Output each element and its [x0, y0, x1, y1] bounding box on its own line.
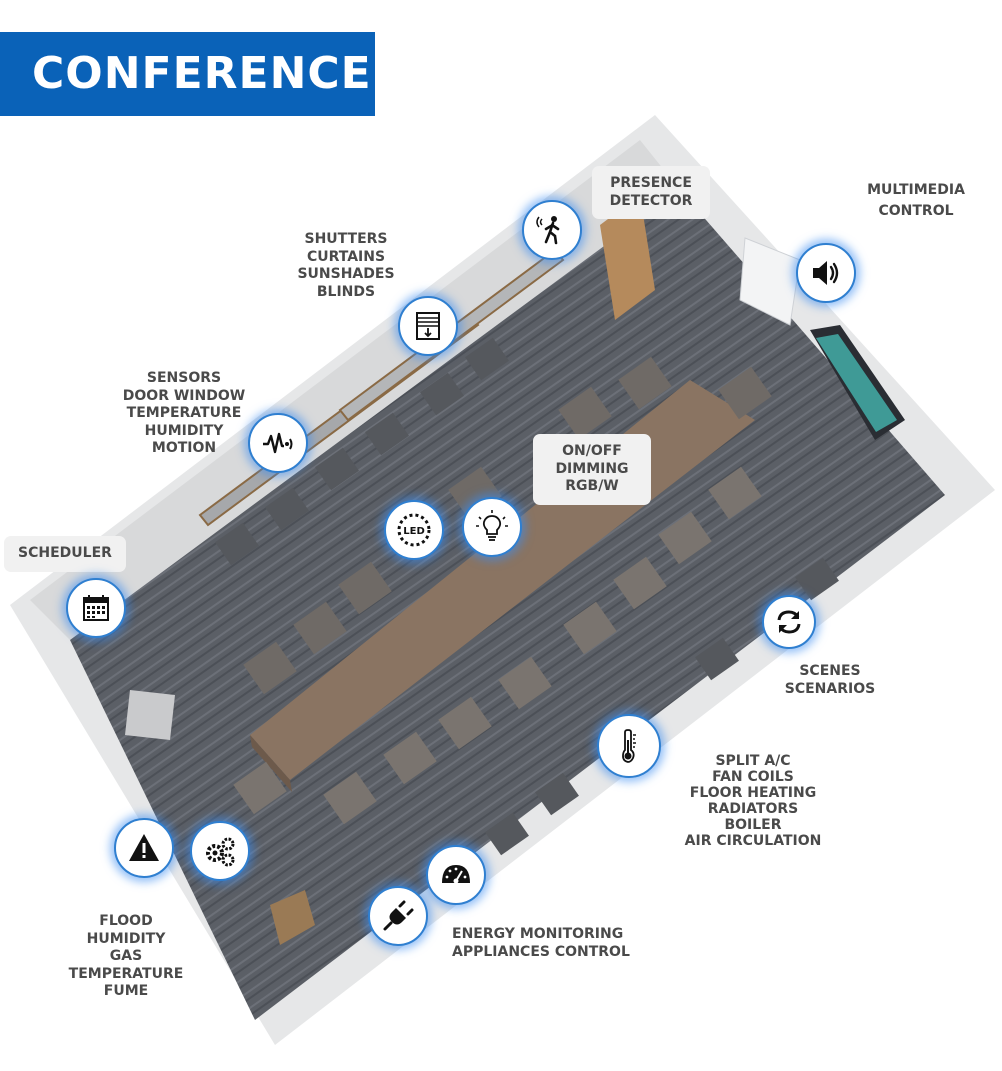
- refresh-icon[interactable]: [762, 595, 816, 649]
- gears-icon[interactable]: [190, 821, 250, 881]
- label-safety: FLOOD HUMIDITY GAS TEMPERATURE FUME: [68, 913, 184, 999]
- shutter-icon[interactable]: [398, 296, 458, 356]
- tv-screen-glow: [816, 334, 897, 432]
- label-climate: SPLIT A/C FAN COILS FLOOR HEATING RADIAT…: [684, 753, 822, 849]
- led-icon[interactable]: LED: [384, 500, 444, 560]
- page-title: CONFERENCE: [0, 32, 375, 116]
- speaker-icon[interactable]: [796, 243, 856, 303]
- thermometer-icon[interactable]: [597, 714, 661, 778]
- label-multimedia-control: MULTIMEDIA CONTROL: [867, 182, 965, 219]
- wall-top: [30, 140, 680, 640]
- label-sensors: SENSORS DOOR WINDOW TEMPERATURE HUMIDITY…: [122, 370, 246, 456]
- label-lighting: ON/OFF DIMMING RGB/W: [533, 434, 651, 505]
- warning-icon[interactable]: [114, 818, 174, 878]
- walking-person-icon[interactable]: [522, 200, 582, 260]
- label-scheduler: SCHEDULER: [4, 536, 126, 572]
- label-scenes: SCENES SCENARIOS: [784, 663, 876, 697]
- chairs-top: [243, 356, 772, 695]
- door: [600, 195, 655, 320]
- label-energy: ENERGY MONITORING APPLIANCES CONTROL: [452, 926, 630, 960]
- calendar-icon[interactable]: [66, 578, 126, 638]
- plug-icon[interactable]: [368, 886, 428, 946]
- chairs-wall: [215, 337, 839, 856]
- label-shutters: SHUTTERS CURTAINS SUNSHADES BLINDS: [297, 231, 395, 300]
- svg-text:LED: LED: [403, 526, 425, 537]
- side-table: [125, 690, 175, 740]
- table-edge: [250, 735, 292, 792]
- whiteboard: [739, 237, 801, 326]
- chairs-bottom: [233, 466, 762, 825]
- gauge-icon[interactable]: [426, 845, 486, 905]
- lightbulb-icon[interactable]: [462, 497, 522, 557]
- label-presence-detector: PRESENCE DETECTOR: [592, 166, 710, 219]
- sensor-wave-icon[interactable]: [248, 413, 308, 473]
- door-bottom: [270, 890, 315, 945]
